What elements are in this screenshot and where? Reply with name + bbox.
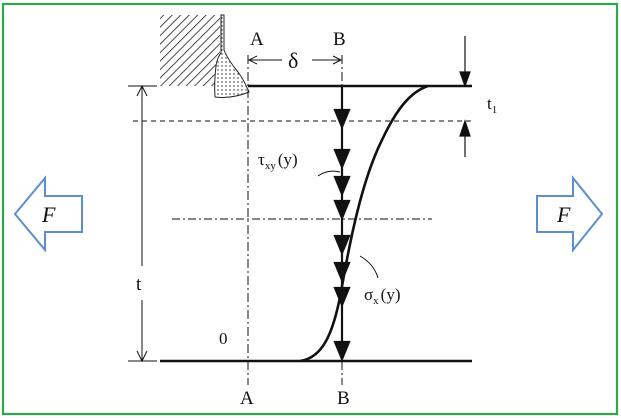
shear-label-leader: [317, 170, 341, 177]
shear-arrow-head: [333, 148, 351, 170]
normal-stress-label: σx(y): [364, 285, 401, 307]
section-b-bottom-label: B: [337, 388, 350, 409]
delta-label: δ: [288, 48, 298, 73]
hatched-support-icon: [160, 15, 220, 86]
right-arrow-icon: F: [536, 175, 604, 253]
normal-stress-curve: [299, 84, 429, 363]
shear-arrow-head: [333, 340, 351, 362]
stress-label-leader: [359, 255, 379, 279]
section-a-top-label: A: [250, 29, 264, 50]
force-right-label: F: [556, 202, 571, 227]
thickness-dimension: [128, 84, 157, 363]
shear-arrow-head: [333, 199, 351, 221]
section-b-top-label: B: [333, 29, 346, 50]
t1-dimension: [459, 36, 471, 157]
force-left-label: F: [41, 202, 56, 227]
shear-arrow-head: [333, 108, 351, 130]
section-a-bottom-label: A: [240, 388, 254, 409]
shear-arrow-head: [333, 175, 351, 197]
shear-stress-label: τxy(y): [258, 150, 298, 172]
thickness-label: t: [136, 274, 142, 295]
delta-dimension: [247, 55, 343, 65]
shear-stress-arrows: [333, 86, 351, 362]
origin-label: 0: [219, 329, 228, 348]
shear-arrow-head: [333, 234, 351, 256]
left-arrow-icon: F: [13, 175, 83, 253]
weld-bead-icon: [214, 14, 250, 98]
t1-label: t1: [487, 94, 497, 116]
